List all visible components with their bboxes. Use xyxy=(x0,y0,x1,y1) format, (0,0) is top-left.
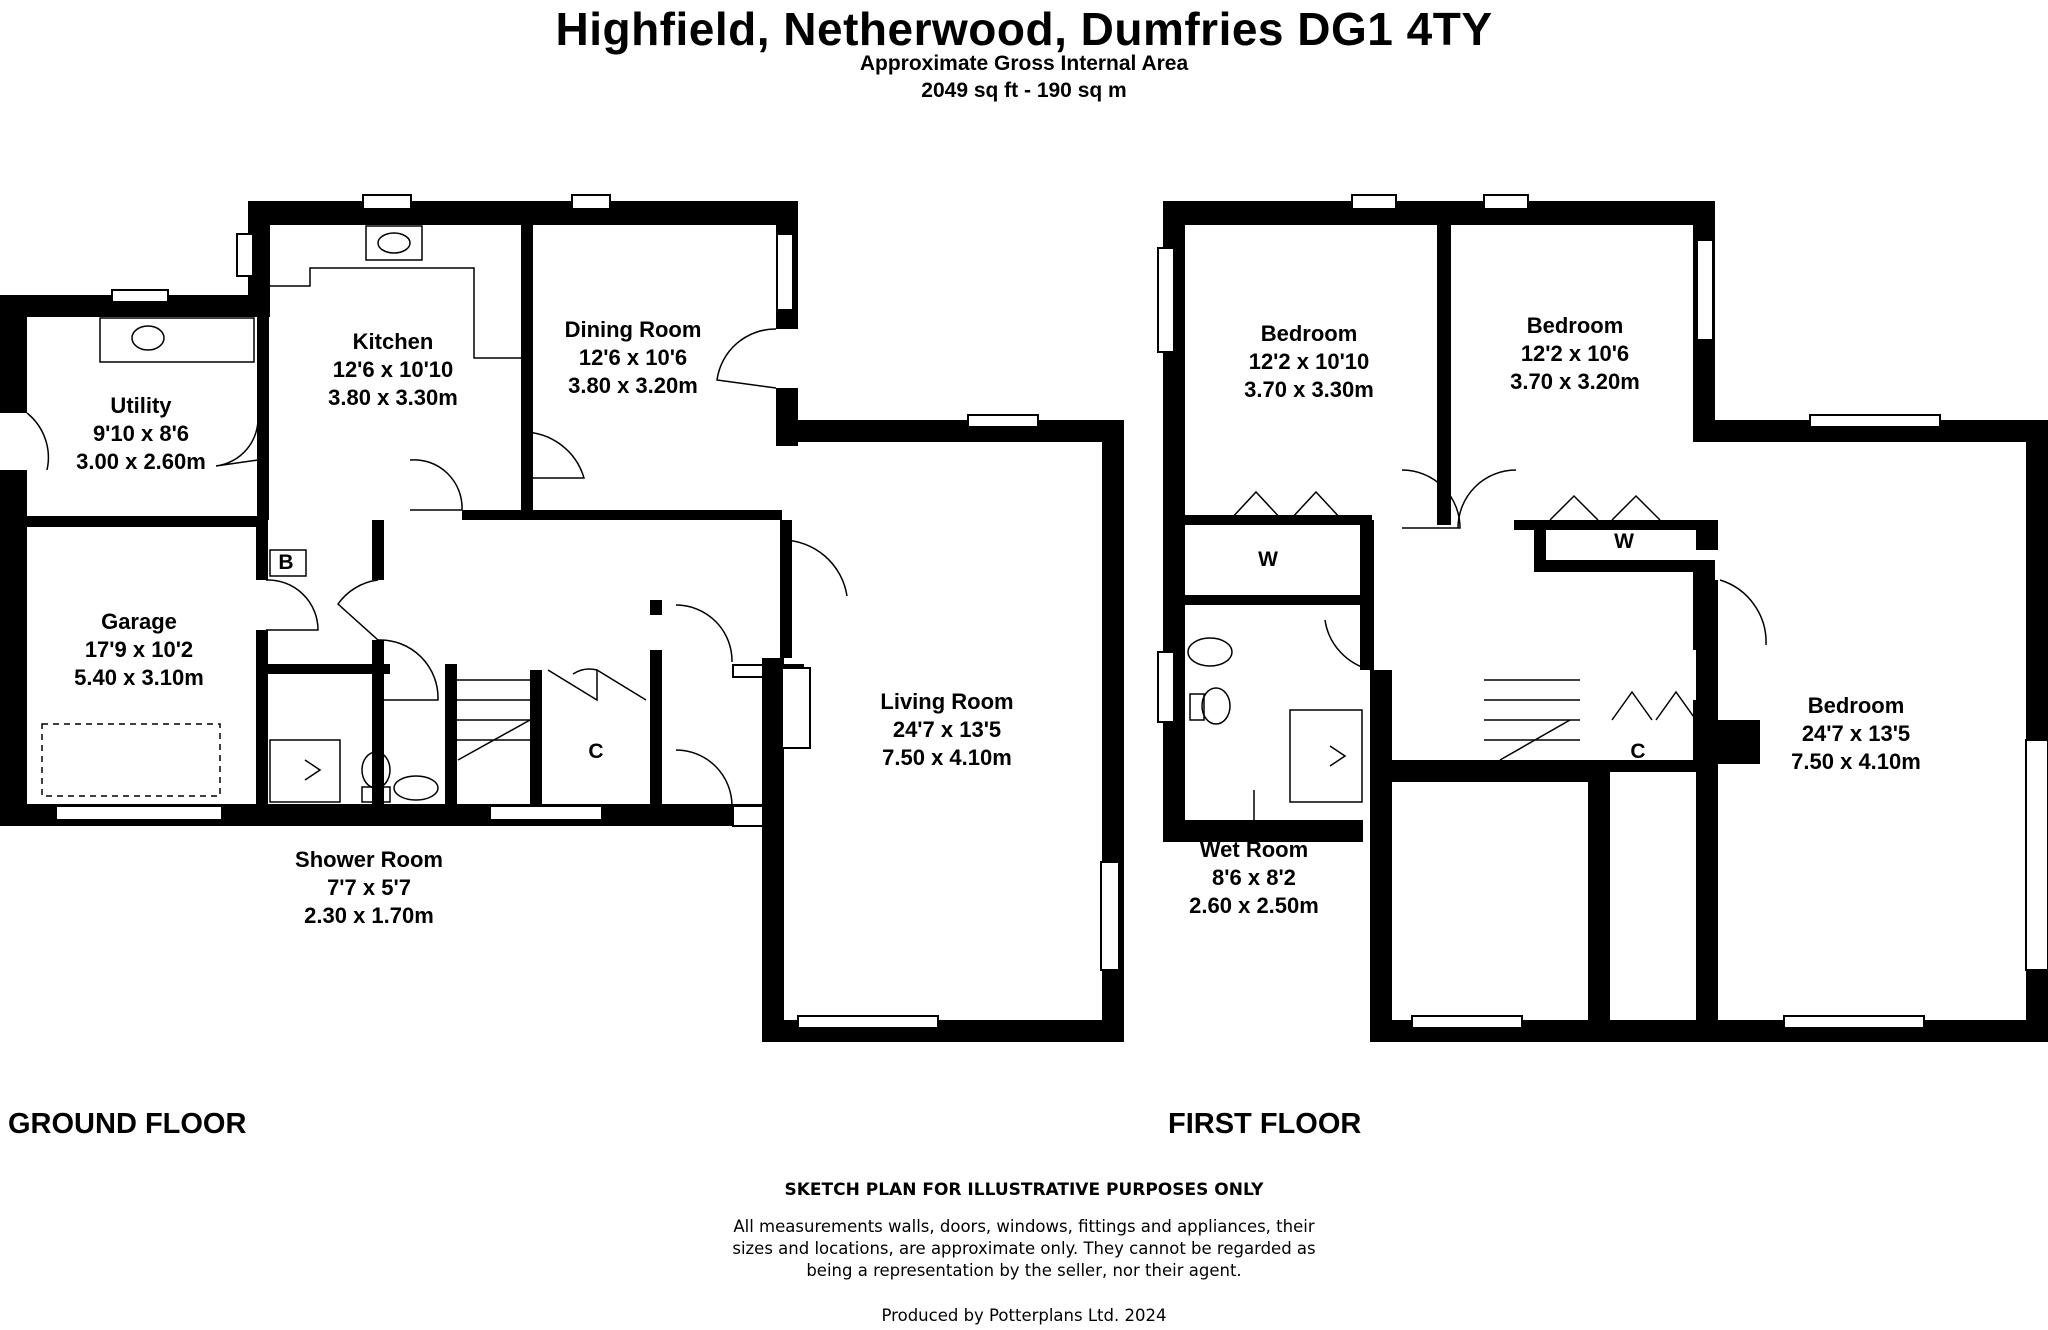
disclaimer-text: All measurements walls, doors, windows, … xyxy=(732,1217,1316,1280)
room-label-shower-room: Shower Room 7'7 x 5'7 2.30 x 1.70m xyxy=(295,847,443,928)
room-label-utility: Utility 9'10 x 8'6 3.00 x 2.60m xyxy=(76,393,206,474)
first-floor-label: FIRST FLOOR xyxy=(1168,1108,1362,1140)
room-label-dining-room: Dining Room 12'6 x 10'6 3.80 x 3.20m xyxy=(564,317,702,398)
cupboard-tag: C xyxy=(588,740,604,763)
cupboard-tag: C xyxy=(1630,740,1646,763)
room-label-living-room: Living Room 24'7 x 13'5 7.50 x 4.10m xyxy=(880,689,1014,770)
wardrobe-tag: W xyxy=(1258,548,1278,571)
room-label-bedroom: Bedroom 12'2 x 10'6 3.70 x 3.20m xyxy=(1510,313,1640,394)
area-value: 2049 sq ft - 190 sq m xyxy=(921,79,1127,102)
room-label-bedroom: Bedroom 24'7 x 13'5 7.50 x 4.10m xyxy=(1791,693,1921,774)
disclaimer-title: SKETCH PLAN FOR ILLUSTRATIVE PURPOSES ON… xyxy=(784,1180,1264,1200)
room-label-wet-room: Wet Room 8'6 x 8'2 2.60 x 2.50m xyxy=(1189,837,1319,918)
area-caption: Approximate Gross Internal Area xyxy=(859,52,1189,75)
room-label-bedroom: Bedroom 12'2 x 10'10 3.70 x 3.30m xyxy=(1244,321,1374,402)
room-label-garage: Garage 17'9 x 10'2 5.40 x 3.10m xyxy=(74,609,204,690)
plan-title: Highfield, Netherwood, Dumfries DG1 4TY xyxy=(555,3,1493,55)
wardrobe-tag: W xyxy=(1614,530,1634,553)
boiler-tag: B xyxy=(278,551,294,574)
doors-and-fittings xyxy=(26,225,1767,820)
ground-floor-label: GROUND FLOOR xyxy=(8,1108,247,1140)
room-label-kitchen: Kitchen 12'6 x 10'10 3.80 x 3.30m xyxy=(328,329,458,410)
windows xyxy=(55,194,2048,1029)
producer-credit: Produced by Potterplans Ltd. 2024 xyxy=(881,1306,1167,1325)
